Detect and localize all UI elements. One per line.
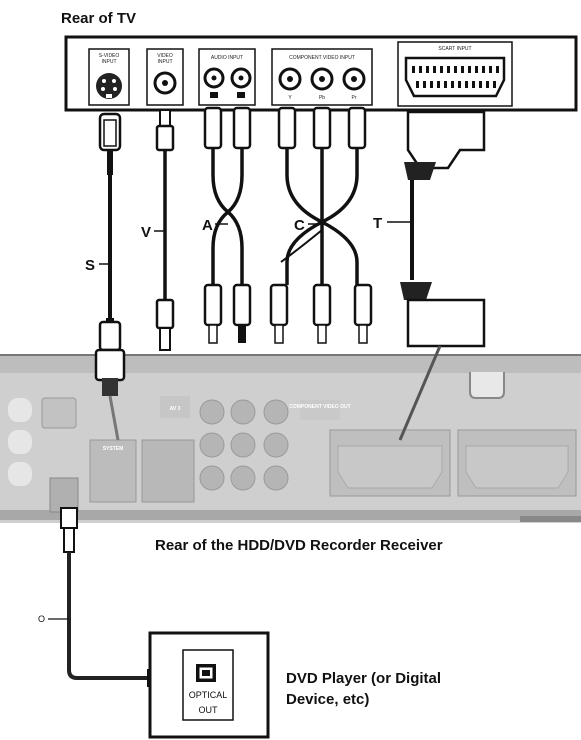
svg-text:SCART INPUT: SCART INPUT bbox=[438, 46, 471, 52]
cable-label-o: O bbox=[38, 614, 69, 624]
svg-text:AUDIO INPUT: AUDIO INPUT bbox=[211, 55, 243, 61]
video-input-port: VIDEO INPUT bbox=[147, 49, 183, 105]
dvd-player-device: OPTICAL OUT bbox=[150, 633, 268, 737]
svg-text:C: C bbox=[294, 217, 305, 234]
svideo-input-port: S-VIDEO INPUT bbox=[89, 49, 129, 105]
recorder-rear-panel: SYSTEM AV 3 COMPONENT VIDEO OUT bbox=[0, 355, 581, 523]
svg-text:O: O bbox=[38, 614, 45, 624]
svg-text:V: V bbox=[141, 224, 151, 241]
svg-text:AV 3: AV 3 bbox=[170, 406, 181, 412]
optical-out-label-line2: OUT bbox=[199, 705, 219, 715]
scart-input-port: SCART INPUT bbox=[398, 42, 512, 106]
svg-text:COMPONENT VIDEO INPUT: COMPONENT VIDEO INPUT bbox=[289, 55, 355, 61]
cable-label-v: V bbox=[141, 224, 165, 241]
video-cable bbox=[157, 110, 173, 350]
tv-rear-title: Rear of TV bbox=[61, 10, 136, 27]
cable-label-s: S bbox=[85, 257, 110, 274]
recorder-rear-title: Rear of the HDD/DVD Recorder Receiver bbox=[155, 537, 443, 554]
svg-text:INPUT: INPUT bbox=[158, 59, 173, 65]
svg-text:T: T bbox=[373, 215, 382, 232]
device-label-line1: DVD Player (or Digital bbox=[286, 670, 441, 687]
component-video-input-ports: COMPONENT VIDEO INPUT Y Pb Pr bbox=[272, 49, 372, 105]
tv-back-panel: S-VIDEO INPUT VIDEO INPUT AUDIO INPUT bbox=[66, 37, 576, 110]
component-cable bbox=[271, 108, 371, 343]
svg-text:Pb: Pb bbox=[319, 95, 325, 101]
device-label-line2: Device, etc) bbox=[286, 691, 369, 708]
svg-text:Pr: Pr bbox=[352, 95, 357, 101]
svg-text:INPUT: INPUT bbox=[102, 59, 117, 65]
cable-label-t: T bbox=[373, 215, 412, 232]
svg-text:S: S bbox=[85, 257, 95, 274]
optical-out-label-line1: OPTICAL bbox=[189, 690, 228, 700]
svg-text:SYSTEM: SYSTEM bbox=[103, 446, 124, 452]
svg-text:COMPONENT VIDEO OUT: COMPONENT VIDEO OUT bbox=[289, 404, 350, 410]
svg-text:A: A bbox=[202, 217, 213, 234]
audio-input-ports: AUDIO INPUT bbox=[199, 49, 255, 105]
